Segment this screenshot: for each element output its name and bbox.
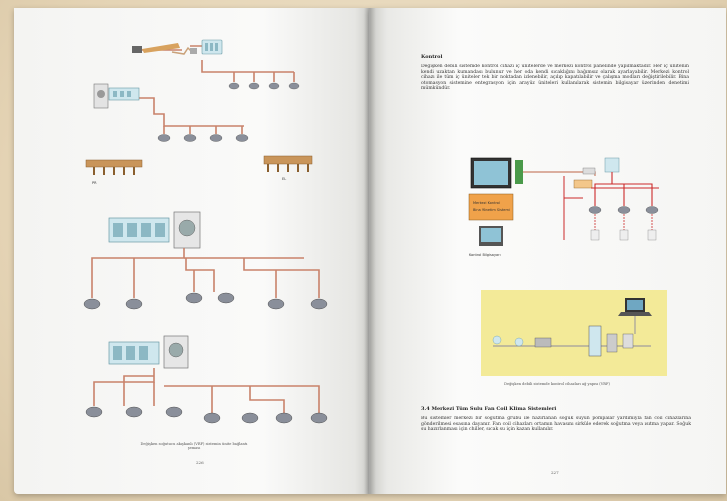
outdoor-unit-2	[173, 211, 201, 249]
pc-label: Kontrol Bilgisayarı	[469, 253, 501, 257]
figure-caption-right: Değişken debili sistemde kontrol cihazla…	[504, 382, 610, 386]
left-page: PR EL	[14, 8, 369, 494]
manifold-left-label: PR	[92, 181, 97, 185]
control-diagrams: Merkezi Kontrol Bina Yönetim Sistemi Kon…	[468, 157, 667, 376]
figure-caption-left: Değişken soğutucu akışkanlı (VRF) sistem…	[140, 442, 248, 450]
book-spine-shadow	[364, 8, 376, 494]
network-panel-diagram	[481, 290, 667, 376]
pipe-network-3	[93, 368, 320, 414]
outdoor-unit-1	[93, 83, 140, 109]
manifold-left	[85, 159, 143, 175]
monitor-label: Merkezi Kontrol	[473, 201, 500, 205]
central-controller-diagram: Merkezi Kontrol Bina Yönetim Sistemi Kon…	[468, 157, 659, 257]
indoor-unit-1	[201, 39, 223, 55]
paragraph-fancoil: Bu sistemler merkezi bir soğutma grubu i…	[421, 416, 691, 433]
indoor-unit-bank-3	[108, 341, 160, 365]
ceiling-units-row2	[157, 134, 249, 142]
section-heading-kontrol: Kontrol	[421, 54, 443, 60]
box-label: Bina Yönetim Sistemi	[473, 208, 510, 212]
ceiling-units-row1	[228, 82, 300, 90]
page-number-right: 227	[551, 470, 559, 475]
right-page: Kontrol Değişken debili sistemde kontrol…	[369, 8, 726, 494]
connector-icon	[132, 43, 197, 55]
pipe-network-2	[91, 248, 320, 298]
outdoor-unit-3	[163, 335, 189, 369]
pipe-network-1	[134, 45, 295, 134]
page-number-left: 226	[196, 460, 204, 465]
manifold-right-label: EL	[282, 177, 286, 181]
ceiling-units-row3	[83, 292, 328, 310]
manifold-right	[263, 155, 313, 172]
paragraph-control: Değişken debili sistemde kontrol cihazı …	[421, 64, 689, 92]
open-book: PR EL	[14, 8, 726, 494]
indoor-unit-bank-2	[108, 217, 170, 243]
vrf-diagrams: PR EL	[83, 39, 328, 424]
section-heading-fancoil: 3.4 Merkezi Tüm Sulu Fan Coil Klima Sist…	[421, 406, 557, 412]
ceiling-units-row4	[85, 406, 328, 424]
